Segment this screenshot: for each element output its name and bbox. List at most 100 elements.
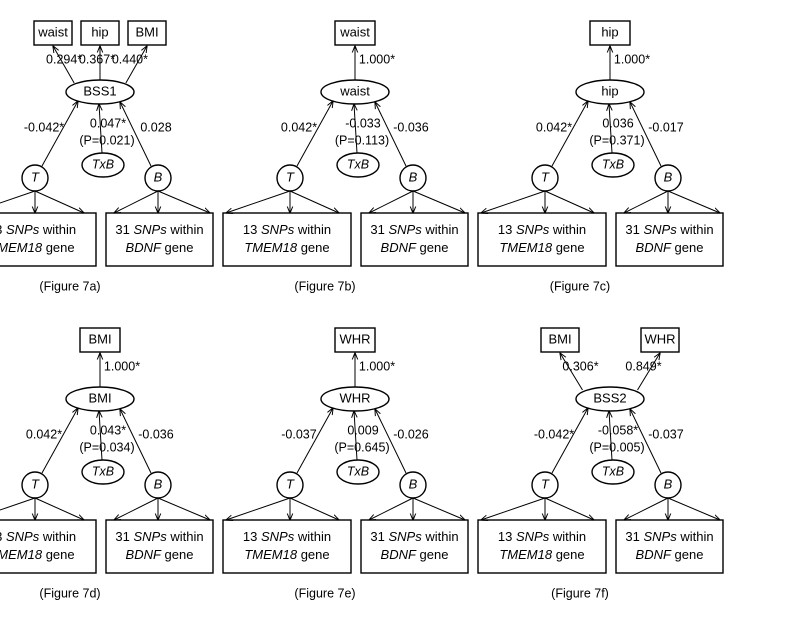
figure-caption: (Figure 7c) (550, 279, 610, 293)
outcome-label: waist (37, 24, 68, 39)
node-b-label: B (664, 169, 673, 184)
path-b-arrow (375, 102, 407, 167)
path-b-coefficient: -0.026 (393, 427, 428, 441)
snp-fan-arrow (114, 497, 159, 520)
snp-box-tmem18-line1: 13 SNPs within (0, 222, 76, 237)
path-b-arrow (120, 409, 152, 474)
node-txb-ellipse (81, 152, 125, 178)
latent-label: waist (339, 83, 370, 98)
snp-fan-arrow (667, 190, 720, 213)
snp-fan-arrow (624, 190, 669, 213)
path-txb-arrow (354, 411, 357, 461)
path-t-arrow (296, 408, 333, 474)
snp-box-bdnf (615, 212, 724, 267)
path-t-arrow (41, 408, 78, 474)
node-txb-ellipse (81, 459, 125, 485)
snp-fan-arrow (624, 497, 669, 520)
path-b-arrow (375, 409, 407, 474)
snp-box-tmem18-line2: TMEM18 gene (499, 240, 584, 255)
snp-fan-arrow (369, 190, 414, 213)
figure-caption: (Figure 7b) (294, 279, 355, 293)
node-b-label: B (154, 169, 163, 184)
snp-box-bdnf-line1: 31 SNPs within (625, 529, 713, 544)
node-txb-label: TxB (92, 157, 114, 171)
latent-label: BSS2 (593, 390, 626, 405)
node-t-label: T (541, 169, 550, 184)
snp-box-tmem18-line1: 13 SNPs within (243, 529, 331, 544)
node-t-label: T (286, 169, 295, 184)
outcome-label: WHR (644, 331, 675, 346)
loading-coefficient: 0.440* (112, 52, 148, 66)
path-b-arrow (120, 102, 152, 167)
outcome-box (127, 20, 167, 46)
snp-fan-arrow (544, 497, 594, 520)
snp-fan-arrow (289, 497, 339, 520)
loading-arrow (125, 46, 147, 84)
snp-fan-arrow (667, 497, 720, 520)
outcome-box (589, 20, 631, 46)
snp-fan-arrow (226, 190, 291, 213)
path-txb-coefficient: 0.009 (347, 423, 378, 437)
snp-box-bdnf-line1: 31 SNPs within (370, 222, 458, 237)
node-b-label: B (409, 476, 418, 491)
loading-arrow (560, 353, 583, 391)
path-txb-arrow (354, 104, 357, 154)
path-b-coefficient: -0.036 (138, 427, 173, 441)
path-txb-p-value: (P=0.645) (334, 440, 389, 454)
outcome-label: BMI (135, 24, 158, 39)
snp-fan-arrow (289, 190, 339, 213)
figure-caption: (Figure 7d) (39, 586, 100, 600)
node-b-label: B (409, 169, 418, 184)
snp-box-tmem18-line2: TMEM18 gene (244, 547, 329, 562)
path-txb-p-value: (P=0.021) (79, 133, 134, 147)
latent-label: WHR (339, 390, 370, 405)
loading-arrow (637, 353, 661, 391)
snp-box-bdnf-line1: 31 SNPs within (625, 222, 713, 237)
path-txb-arrow (99, 104, 102, 154)
node-b-label: B (154, 476, 163, 491)
loading-coefficient: 0.294* (46, 52, 82, 66)
latent-label: BMI (88, 390, 111, 405)
snp-box-bdnf-line2: BDNF gene (126, 547, 194, 562)
snp-box-tmem18 (0, 519, 97, 574)
snp-fan-arrow (34, 497, 84, 520)
snp-box-bdnf (360, 212, 469, 267)
node-txb-ellipse (336, 459, 380, 485)
snp-fan-arrow (0, 190, 36, 204)
path-txb-p-value: (P=0.034) (79, 440, 134, 454)
snp-box-bdnf-line2: BDNF gene (636, 547, 704, 562)
loading-coefficient: 0.306* (562, 359, 598, 373)
outcome-label: hip (601, 24, 618, 39)
outcome-label: BMI (548, 331, 571, 346)
loading-coefficient: 1.000* (359, 359, 395, 373)
snp-fan-arrow (481, 190, 546, 213)
path-t-coefficient: -0.042* (534, 427, 574, 441)
node-txb-label: TxB (602, 157, 624, 171)
snp-fan-arrow (412, 497, 465, 520)
node-txb-label: TxB (92, 464, 114, 478)
path-txb-coefficient: -0.033 (345, 116, 380, 130)
snp-box-tmem18-line2: TMEM18 gene (499, 547, 584, 562)
snp-fan-arrow (157, 497, 210, 520)
outcome-box (334, 20, 376, 46)
path-t-coefficient: -0.042* (24, 120, 64, 134)
snp-box-bdnf-line2: BDNF gene (381, 240, 449, 255)
snp-box-bdnf (360, 519, 469, 574)
snp-fan-arrow (0, 497, 36, 511)
outcome-box (640, 327, 680, 353)
path-txb-coefficient: -0.058* (598, 423, 638, 437)
snp-fan-arrow (412, 190, 465, 213)
snp-box-bdnf-line2: BDNF gene (126, 240, 194, 255)
path-txb-coefficient: 0.043* (90, 423, 126, 437)
path-txb-coefficient: 0.036 (602, 116, 633, 130)
snp-box-tmem18 (222, 212, 352, 267)
snp-fan-arrow (544, 190, 594, 213)
figure-caption: (Figure 7f) (551, 586, 609, 600)
snp-box-bdnf-line1: 31 SNPs within (115, 529, 203, 544)
snp-box-tmem18-line1: 13 SNPs within (0, 529, 76, 544)
